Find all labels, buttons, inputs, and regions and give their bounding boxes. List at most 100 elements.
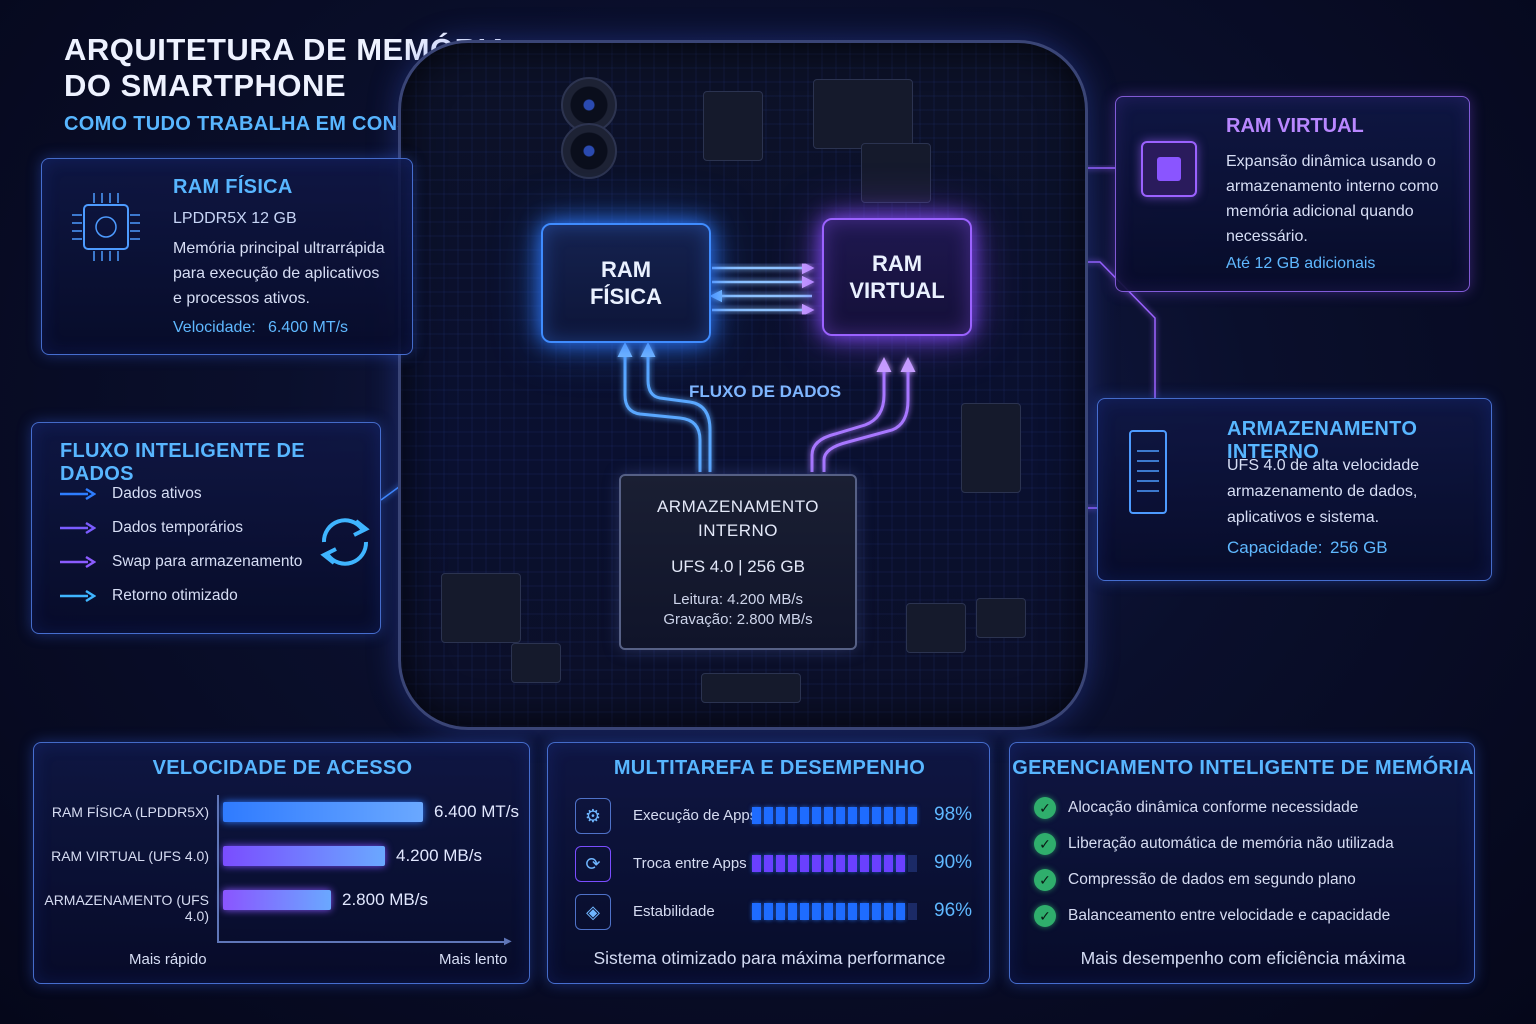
progress-segment — [836, 903, 845, 920]
ram-fisica-panel: RAM FÍSICA LPDDR5X 12 GB Memória princip… — [41, 158, 413, 355]
progress-segment — [776, 855, 785, 872]
progress-segment — [752, 903, 761, 920]
progress-segment — [908, 855, 917, 872]
multitarefa-row-label: Execução de Apps — [633, 807, 758, 824]
ram-virtual-desc-2: armazenamento interno como — [1226, 178, 1439, 195]
arrow-right-icon — [60, 521, 97, 535]
progress-segment — [896, 903, 905, 920]
velocidade-axis-right: Mais lento — [439, 951, 508, 968]
board-component — [906, 603, 966, 653]
progress-segment — [824, 855, 833, 872]
flow-label: FLUXO DE DADOS — [688, 382, 842, 401]
progress-segment — [800, 855, 809, 872]
multitarefa-row-pct: 90% — [934, 852, 973, 873]
progress-segment — [776, 807, 785, 824]
velocidade-title: VELOCIDADE DE ACESSO — [152, 757, 413, 779]
velocidade-axis-x — [217, 941, 507, 943]
ram-fisica-desc-3: e processos ativos. — [173, 290, 310, 307]
velocidade-row-label: ARMAZENAMENTO (UFS 4.0) — [44, 892, 209, 924]
gerenciamento-title: GERENCIAMENTO INTELIGENTE DE MEMÓRIA — [1012, 757, 1474, 779]
fluxo-title: FLUXO INTELIGENTE DE DADOS — [60, 440, 305, 485]
board-component — [511, 643, 561, 683]
switch-icon: ⟳ — [575, 846, 611, 882]
multitarefa-title: MULTITAREFA E DESEMPENHO — [613, 757, 926, 779]
board-component — [976, 598, 1026, 638]
progress-segment — [812, 807, 821, 824]
chip-vram-line-1: RAM — [871, 251, 923, 276]
chip-storage-name-1: ARMAZENAMENTO — [656, 496, 820, 516]
chip-ram-line-2: FÍSICA — [589, 284, 663, 309]
progress-segment — [812, 855, 821, 872]
progress-segment — [884, 855, 893, 872]
progress-segment — [752, 807, 761, 824]
velocidade-row-label: RAM FÍSICA (LPDDR5X) — [51, 804, 209, 820]
progress-segment — [800, 807, 809, 824]
multitarefa-row-label: Estabilidade — [633, 903, 715, 920]
ram-fisica-model: LPDDR5X 12 GB — [173, 210, 297, 227]
armazenamento-desc-3: aplicativos e sistema. — [1227, 509, 1380, 526]
chip-icon — [72, 193, 140, 261]
multitarefa-progress-bar — [752, 807, 917, 824]
chip-ram-line-1: RAM — [600, 257, 652, 282]
progress-segment — [848, 807, 857, 824]
gerenciamento-item: Compressão de dados em segundo plano — [1068, 871, 1356, 888]
progress-segment — [848, 855, 857, 872]
progress-segment — [752, 855, 761, 872]
chip-storage-name-2: INTERNO — [698, 520, 778, 540]
armazenamento-desc-1: UFS 4.0 de alta velocidade — [1227, 457, 1420, 474]
armazenamento-panel: ARMAZENAMENTO INTERNO UFS 4.0 de alta ve… — [1097, 398, 1492, 581]
gerenciamento-item: Alocação dinâmica conforme necessidade — [1068, 799, 1359, 816]
progress-segment — [776, 903, 785, 920]
progress-segment — [800, 903, 809, 920]
check-icon: ✓ — [1034, 797, 1056, 819]
refresh-icon — [320, 518, 370, 566]
ram-virtual-desc-3: memória adicional quando — [1226, 203, 1414, 220]
progress-segment — [764, 855, 773, 872]
ram-fisica-speed-value: 6.400 MT/s — [268, 319, 349, 336]
progress-segment — [836, 807, 845, 824]
multitarefa-progress-bar — [752, 855, 917, 872]
fluxo-item-label: Dados temporários — [112, 519, 243, 536]
fluxo-item-label: Retorno otimizado — [112, 587, 238, 604]
fluxo-item-label: Swap para armazenamento — [112, 553, 303, 570]
ram-fisica-desc-1: Memória principal ultrarrápida — [173, 240, 385, 257]
ram-fisica-desc-2: para execução de aplicativos — [173, 265, 380, 282]
arrow-right-icon — [60, 487, 97, 501]
gerenciamento-item: Balanceamento entre velocidade e capacid… — [1068, 907, 1391, 924]
gerenciamento-footer: Mais desempenho com eficiência máxima — [1080, 948, 1406, 968]
chip-vram-line-2: VIRTUAL — [849, 278, 945, 303]
velocidade-bar — [223, 890, 331, 910]
progress-segment — [764, 903, 773, 920]
fluxo-item-label: Dados ativos — [112, 485, 202, 502]
page-subtitle: COMO TUDO TRABALHA EM CONJUNTO — [64, 113, 467, 135]
progress-segment — [896, 807, 905, 824]
velocidade-row-value: 2.800 MB/s — [342, 890, 428, 909]
gerenciamento-item: Liberação automática de memória não util… — [1068, 835, 1394, 852]
board-component — [961, 403, 1021, 493]
shield-icon: ◈ — [575, 894, 611, 930]
progress-segment — [872, 807, 881, 824]
ram-virtual-panel: RAM VIRTUAL Expansão dinâmica usando o a… — [1115, 96, 1470, 292]
progress-segment — [836, 855, 845, 872]
progress-segment — [788, 903, 797, 920]
progress-segment — [872, 855, 881, 872]
chip-storage-write: Gravação: 2.800 MB/s — [663, 610, 813, 628]
velocidade-panel: VELOCIDADE DE ACESSO RAM FÍSICA (LPDDR5X… — [33, 742, 530, 984]
ram-fisica-speed-label: Velocidade: — [173, 319, 256, 336]
page-title-line-2: DO SMARTPHONE — [64, 68, 347, 103]
multitarefa-row-pct: 98% — [934, 804, 973, 825]
progress-segment — [788, 855, 797, 872]
progress-segment — [860, 807, 869, 824]
multitarefa-row-pct: 96% — [934, 900, 973, 921]
armazenamento-cap-value: 256 GB — [1330, 538, 1388, 557]
check-icon: ✓ — [1034, 833, 1056, 855]
ram-virtual-desc-4: necessário. — [1226, 228, 1308, 245]
check-icon: ✓ — [1034, 905, 1056, 927]
multitarefa-panel: MULTITAREFA E DESEMPENHO ⚙Execução de Ap… — [547, 742, 990, 984]
progress-segment — [812, 903, 821, 920]
multitarefa-row-label: Troca entre Apps — [633, 855, 747, 872]
progress-segment — [848, 903, 857, 920]
